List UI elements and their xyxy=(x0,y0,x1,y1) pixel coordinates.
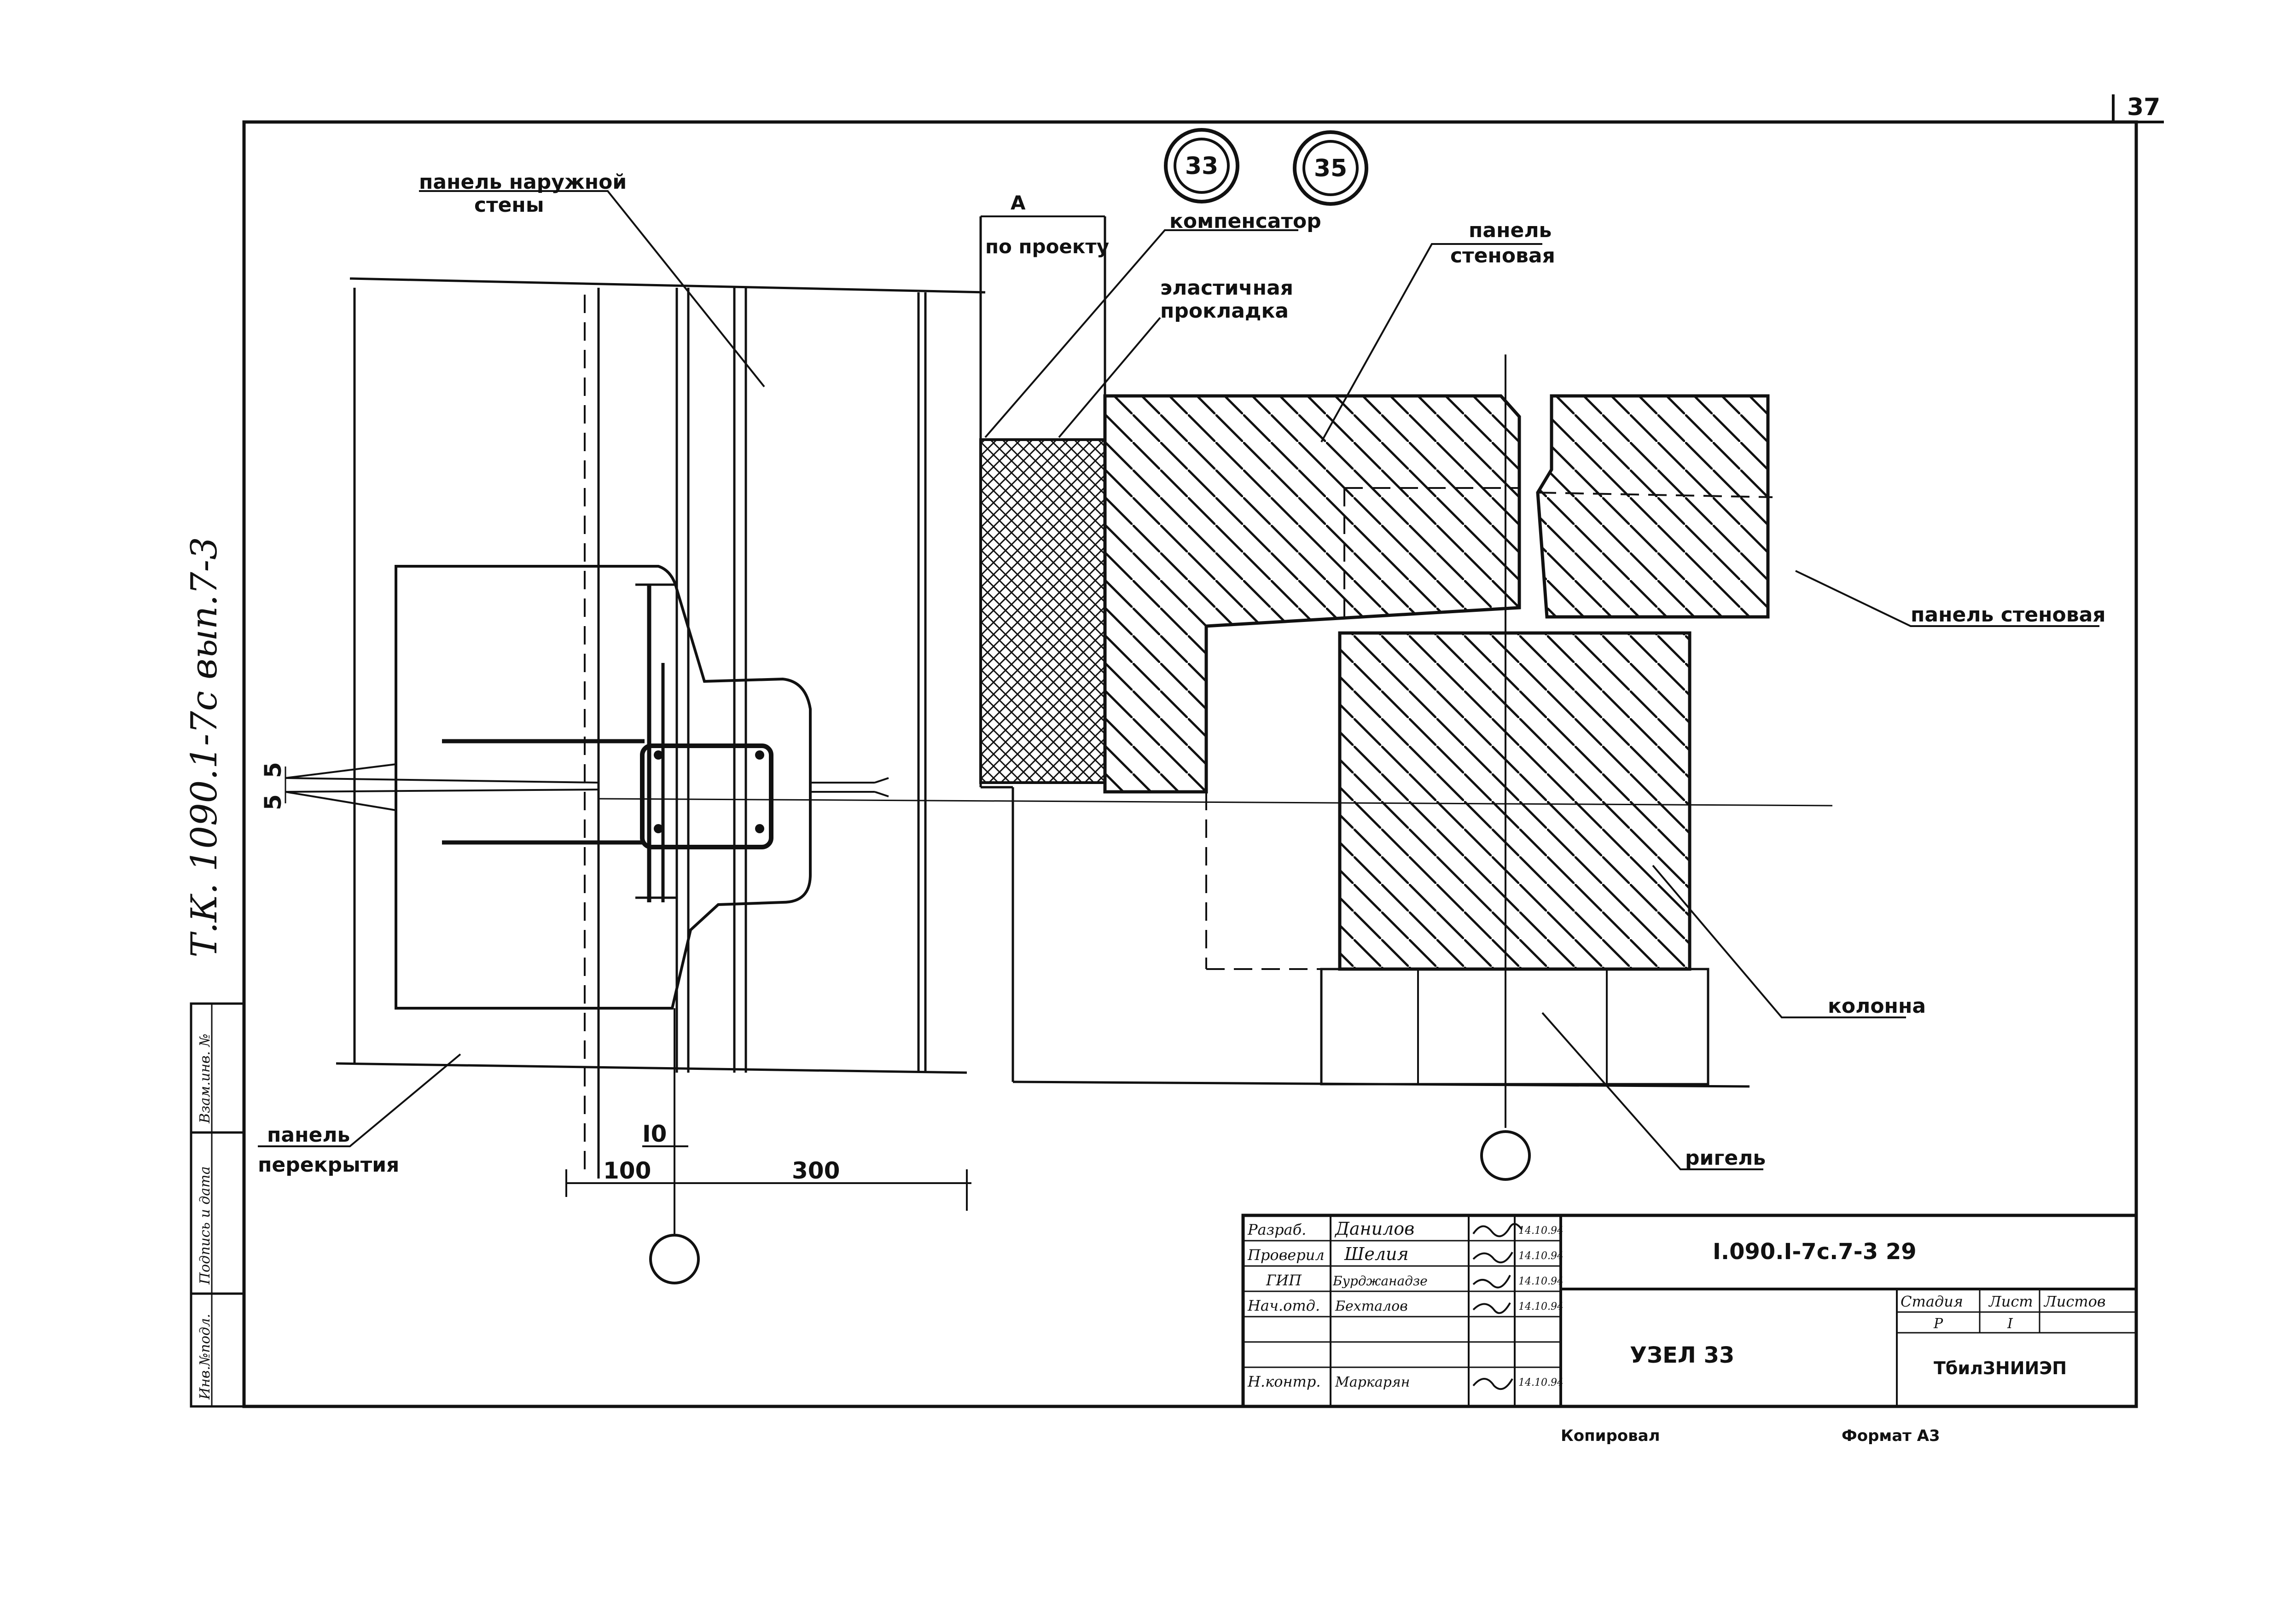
beam-label: ригель xyxy=(1685,1146,1766,1170)
sheet-number: 37 xyxy=(2127,93,2160,121)
side-stamp-replace: Взам.инв. № xyxy=(197,1034,213,1124)
tb-org: ТбилЗНИИЭП xyxy=(1934,1358,2067,1378)
side-stamp xyxy=(190,1002,245,1408)
footer-format: Формат А3 xyxy=(1842,1427,1940,1445)
title-block xyxy=(1241,1214,2138,1408)
tb-date-6: 14.10.94 xyxy=(1518,1377,1564,1388)
tb-signatures xyxy=(1472,1223,1523,1390)
wall-panel-top-label-2: стеновая xyxy=(1450,244,1555,267)
elastic-gasket-label-1: эластичная xyxy=(1160,276,1293,300)
dimension-chain xyxy=(285,215,1105,1211)
tb-sheet: I xyxy=(2007,1316,2013,1332)
floor-panel-label-2: перекрытия xyxy=(258,1153,399,1177)
leader-lines xyxy=(258,190,2099,1170)
wall-panel-left-section xyxy=(1103,394,1521,794)
tb-role-0: Разраб. xyxy=(1247,1221,1306,1238)
dim-10: I0 xyxy=(642,1121,667,1147)
outer-wall-panel-label-1: панель наружной xyxy=(419,170,627,194)
tb-date-1: 14.10.94 xyxy=(1518,1250,1564,1262)
sheet-frame xyxy=(242,120,2138,1408)
side-stamp-inv: Инв.№подл. xyxy=(197,1314,213,1400)
dim-5a: 5 xyxy=(260,762,286,778)
column-section xyxy=(1338,631,1691,971)
footer-copied: Копировал xyxy=(1561,1427,1660,1445)
outer-wall-panel xyxy=(336,277,986,1179)
node-mark-35: 35 xyxy=(1293,130,1368,206)
tb-name-2: Бурджанадзе xyxy=(1332,1273,1428,1289)
side-note: Т.К. 1090.1-7с вып.7-3 xyxy=(184,537,225,958)
tb-role-2: ГИП xyxy=(1266,1272,1302,1289)
tb-name-6: Маркарян xyxy=(1335,1374,1410,1390)
tb-title: УЗЕЛ 33 xyxy=(1630,1342,1734,1368)
wall-panel-top-label-1: панель xyxy=(1469,219,1552,242)
wall-panel-right-section xyxy=(1536,394,1773,619)
compensator-gasket xyxy=(979,216,1106,1082)
svg-text:35: 35 xyxy=(1314,155,1347,182)
outer-wall-panel-label-2: стены xyxy=(474,193,544,217)
tb-date-2: 14.10.94 xyxy=(1518,1276,1564,1287)
dim-100: 100 xyxy=(603,1157,651,1184)
by-project-label: по проекту xyxy=(985,235,1109,258)
dim-300: 300 xyxy=(792,1157,840,1184)
tb-role-1: Проверил xyxy=(1247,1246,1325,1264)
column-label: колонна xyxy=(1828,994,1926,1018)
axis-marker-right xyxy=(1480,1130,1531,1181)
tb-date-3: 14.10.94 xyxy=(1518,1301,1564,1312)
tb-col-sheet: Лист xyxy=(1988,1293,2033,1310)
wall-panel-right-label: панель стеновая xyxy=(1911,603,2106,627)
tb-name-3: Бехталов xyxy=(1335,1298,1408,1314)
tb-name-1: Шелия xyxy=(1344,1244,1409,1264)
svg-text:33: 33 xyxy=(1185,152,1218,180)
floor-panel xyxy=(285,565,889,1010)
tb-col-stage: Стадия xyxy=(1901,1293,1963,1310)
tb-stage: Р xyxy=(1933,1316,1943,1332)
tb-role-3: Нач.отд. xyxy=(1247,1297,1320,1314)
compensator-label: компенсатор xyxy=(1169,209,1321,233)
side-stamp-sign: Подпись и дата xyxy=(197,1166,213,1285)
elastic-gasket-label-2: прокладка xyxy=(1160,299,1289,323)
tb-doc-code: I.090.I-7с.7-3 29 xyxy=(1713,1239,1917,1265)
beam-section xyxy=(1012,792,1750,1088)
dim-5b: 5 xyxy=(260,794,286,810)
tb-col-sheets: Листов xyxy=(2043,1293,2105,1310)
axis-marker-left xyxy=(649,1234,700,1284)
tb-date-0: 14.10.94 xyxy=(1518,1225,1564,1237)
tb-name-0: Данилов xyxy=(1334,1219,1414,1239)
node-mark-33: 33 xyxy=(1164,128,1239,203)
floor-panel-label-1: панель xyxy=(267,1123,350,1147)
tb-role-6: Н.контр. xyxy=(1247,1373,1321,1390)
dim-a: А xyxy=(1011,192,1026,214)
